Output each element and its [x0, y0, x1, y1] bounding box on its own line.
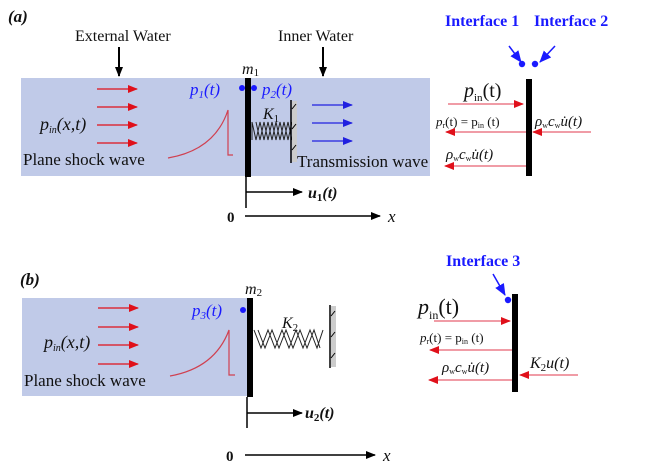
- panel-a: (a) External Water Inner Water pin(x,t) …: [8, 7, 608, 226]
- p2-label: p2(t): [261, 80, 292, 101]
- spring-k2: [253, 328, 324, 350]
- spring-label-a: K1: [262, 106, 279, 125]
- shock-wave-curve-a: [167, 109, 233, 159]
- radiation-fb-b: ρwcwu̇(t): [441, 360, 489, 376]
- spring-force-fb-b: K2u(t): [529, 355, 569, 374]
- interface-2-label: Interface 2: [534, 13, 608, 30]
- mass-label-b: m2: [245, 281, 262, 299]
- fixed-wall-hatch-b: [331, 306, 336, 367]
- shock-wave-label-a: Plane shock wave: [23, 150, 145, 169]
- fixed-wall-hatch-a: [292, 101, 297, 162]
- interface-1-label: Interface 1: [445, 13, 519, 30]
- plate-m1: [245, 78, 251, 177]
- reflected-pressure-fb-b: pr(t) = pin (t): [419, 330, 484, 346]
- x-axis-label-b: x: [382, 446, 391, 465]
- panel-b-label: (b): [20, 270, 40, 289]
- radiation-right-fb-a: ρwcwu̇(t): [534, 114, 582, 130]
- p1-point: [239, 85, 245, 91]
- shock-wave-curve-b: [169, 329, 235, 377]
- plate-free-body-a: [526, 79, 532, 176]
- fixed-wall-ticks-b: [330, 310, 336, 359]
- spring-label-b: K2: [281, 315, 298, 334]
- radiation-left-fb-a: ρwcwu̇(t): [445, 147, 493, 163]
- p3-label: p3(t): [191, 301, 222, 322]
- origin-label-a: 0: [227, 210, 235, 226]
- p2-point: [251, 85, 257, 91]
- incident-pressure-label-b: pin(x,t): [42, 332, 90, 354]
- mass-label-a: m1: [242, 61, 259, 79]
- incident-pressure-fb-a: pin(t): [462, 80, 501, 104]
- interface-3-label: Interface 3: [446, 253, 520, 270]
- displacement-label-b: u2(t): [305, 405, 335, 424]
- incident-pressure-fb-b: pin(t): [416, 294, 459, 322]
- external-water-label: External Water: [75, 28, 171, 45]
- interface-1-point: [518, 60, 526, 68]
- transmission-arrows: [312, 101, 353, 145]
- spring-k1: [251, 121, 293, 141]
- interface-1-pointer: [508, 45, 522, 63]
- x-axis-label-a: x: [387, 207, 396, 226]
- interface-2-pointer: [539, 45, 556, 63]
- plate-free-body-b: [512, 294, 518, 392]
- transmission-wave-label: Transmission wave: [297, 152, 428, 171]
- incident-arrows-b: [98, 304, 139, 368]
- incident-pressure-label-a: pin(x,t): [38, 114, 86, 136]
- free-body-a: Interface 1 Interface 2 pin(t) pr(t) = p…: [435, 13, 608, 176]
- p3-point: [240, 307, 246, 313]
- interface-3-point: [504, 296, 512, 304]
- plate-m2: [247, 298, 253, 397]
- interface-2-point: [531, 60, 539, 68]
- displacement-label-a: u1(t): [308, 185, 338, 204]
- fixed-wall-ticks-a: [291, 103, 297, 151]
- free-body-b: Interface 3 pin(t) pr(t) = pin (t) ρwcwu…: [416, 253, 578, 392]
- panel-b: (b) pin(x,t) Plane shock wave p3(t) m2 K…: [20, 253, 578, 465]
- interface-3-pointer: [492, 273, 506, 296]
- incident-arrows-a: [97, 85, 138, 147]
- water-region-a: [21, 78, 430, 176]
- origin-label-b: 0: [226, 449, 234, 465]
- p1-label: p1(t): [189, 80, 220, 101]
- reflected-pressure-fb-a: pr(t) = pin (t): [435, 114, 500, 130]
- panel-a-label: (a): [8, 7, 28, 26]
- inner-water-label: Inner Water: [278, 28, 354, 45]
- shock-wave-label-b: Plane shock wave: [24, 371, 146, 390]
